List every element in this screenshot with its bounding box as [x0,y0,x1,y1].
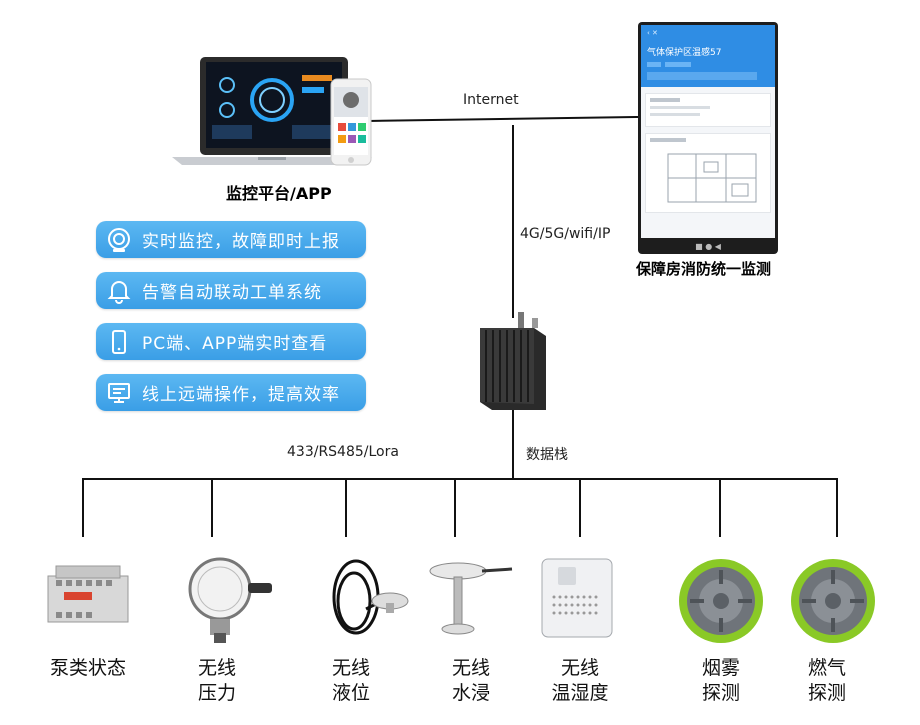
phone-caption: 保障房消防统一监测 [636,260,772,278]
camera-icon [104,225,134,255]
phone-nav-bar: ■ ● ◀ [695,242,721,251]
app-header: ‹ ✕ 气体保护区温感57 [641,25,775,87]
floorplan-image [667,153,757,203]
gateway-device [480,312,546,410]
mobile-icon [104,327,134,357]
info-card [645,93,771,127]
back-icon[interactable]: ‹ ✕ [647,29,658,37]
feature-text: 告警自动联动工单系统 [142,283,322,303]
smoke-detector [679,559,763,643]
bus-label: 433/RS485/Lora [287,444,399,460]
monitor-icon [104,378,134,408]
phone-screen: ‹ ✕ 气体保护区温感57 [641,25,775,238]
feature-text: 线上远端操作，提高效率 [142,385,340,405]
device-label-level: 无线液位 [331,657,370,704]
small-phone-image [330,78,372,166]
level-sensor [332,559,409,635]
phone-app-screenshot: ‹ ✕ 气体保护区温感57 ■ ● ◀ [638,22,778,254]
internet-label: Internet [463,92,519,108]
water-leak-sensor [429,562,513,635]
feature-text: PC端、APP端实时查看 [142,334,328,354]
data-stack-label: 数据栈 [526,447,568,463]
bell-icon [104,276,134,306]
device-label-gas: 燃气探测 [807,657,846,704]
feature-text: 实时监控，故障即时上报 [142,232,340,252]
device-label-temp-humidity: 无线温湿度 [551,657,609,704]
network-label: 4G/5G/wifi/IP [520,226,611,242]
device-label-water: 无线水浸 [451,657,490,704]
pump-status-device [47,565,129,623]
feature-pill-realtime: 实时监控，故障即时上报 [96,221,366,258]
laptop-image [172,57,372,165]
platform-label: 监控平台/APP [226,184,332,203]
temp-humidity-sensor [541,558,613,638]
feature-pill-remote: 线上远端操作，提高效率 [96,374,366,411]
device-label-pressure: 无线压力 [197,657,236,704]
device-label-smoke: 烟雾探测 [701,657,740,704]
floorplan-card [645,133,771,213]
internet-line [367,116,639,122]
pressure-sensor [188,557,272,643]
device-label-pump: 泵类状态 [49,657,126,679]
app-title: 气体保护区温感57 [647,48,722,58]
feature-pill-alarm: 告警自动联动工单系统 [96,272,366,309]
feature-pill-view: PC端、APP端实时查看 [96,323,366,360]
gas-detector [791,559,875,643]
